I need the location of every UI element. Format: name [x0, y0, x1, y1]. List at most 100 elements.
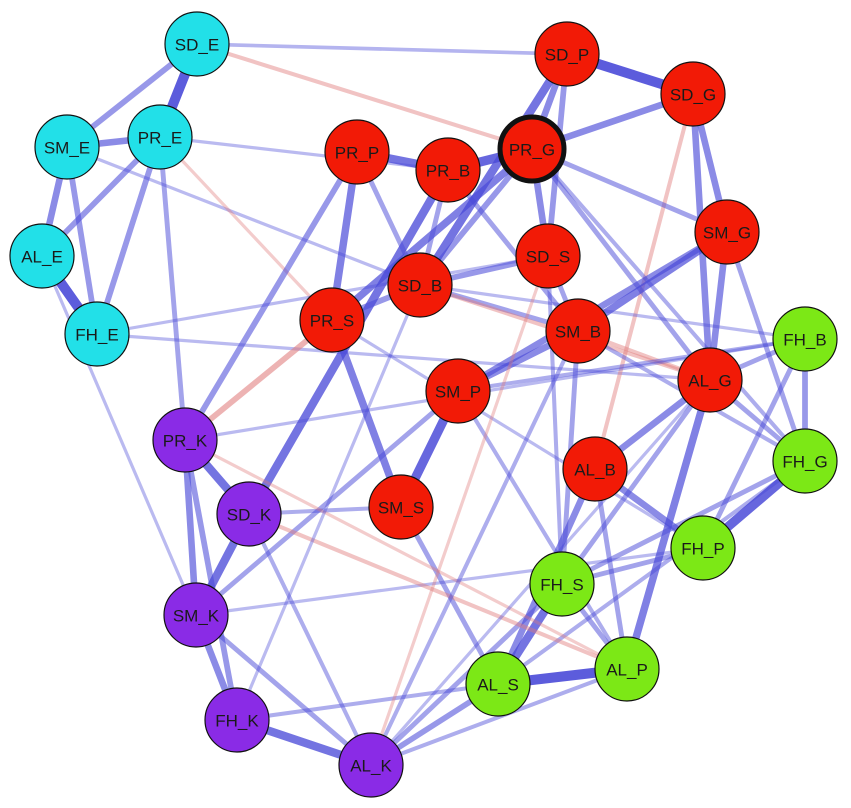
- edge-pr-e-pr-s: [158, 135, 334, 322]
- node-label: SD_G: [670, 86, 716, 105]
- edge-fh-k-sd-b: [235, 283, 422, 722]
- node-circle: [9, 223, 75, 289]
- edge-pr-e-pr-k: [157, 134, 188, 443]
- node-circle: [677, 347, 743, 413]
- edge-sd-k-al-k: [246, 511, 374, 768]
- node-circle: [368, 474, 434, 540]
- edge-pr-b-sm-b: [445, 167, 581, 334]
- edge-fh-s-al-k: [368, 581, 565, 768]
- edge-pr-s-fh-p: [330, 318, 705, 550]
- node-al-k: AL_K: [338, 732, 404, 798]
- node-circle: [163, 582, 229, 648]
- node-label: AL_E: [21, 248, 63, 267]
- node-sm-s: SM_S: [368, 474, 434, 540]
- edge-fh-e-al-g: [95, 332, 712, 382]
- node-label: FH_P: [681, 540, 724, 559]
- node-circle: [387, 252, 453, 318]
- node-circle: [515, 223, 581, 289]
- edge-pr-g-pr-s: [328, 145, 536, 324]
- node-label: PR_G: [509, 141, 555, 160]
- node-pr-g: PR_G: [497, 114, 567, 184]
- edge-al-k-sd-s: [369, 254, 550, 767]
- node-label: SD_K: [227, 506, 272, 525]
- node-circle: [670, 515, 736, 581]
- node-sm-e: SM_E: [34, 114, 100, 180]
- node-label: PR_B: [426, 162, 470, 181]
- node-al-e: AL_E: [9, 223, 75, 289]
- node-label: PR_K: [163, 432, 208, 451]
- node-fh-g: FH_G: [772, 428, 838, 494]
- node-circle: [324, 119, 390, 185]
- node-label: FH_G: [782, 453, 827, 472]
- edge-al-s-fh-k: [234, 681, 501, 723]
- node-pr-e: PR_E: [127, 104, 193, 170]
- node-circle: [425, 358, 491, 424]
- node-circle: [64, 301, 130, 367]
- edge-pr-p-pr-k: [182, 149, 360, 443]
- edge-sm-g-fh-g: [724, 229, 808, 464]
- node-circle: [562, 436, 628, 502]
- node-label: FH_K: [215, 712, 259, 731]
- edge-al-p-pr-k: [183, 438, 629, 671]
- edge-fh-p-sm-k: [194, 546, 705, 617]
- node-circle: [594, 636, 660, 702]
- node-circle: [534, 21, 600, 87]
- node-circle: [772, 428, 838, 494]
- node-al-s: AL_S: [465, 651, 531, 717]
- node-circle: [338, 732, 404, 798]
- node-circle: [465, 651, 531, 717]
- edge-sm-k-al-k: [193, 612, 374, 768]
- edge-sm-p-fh-b: [455, 336, 808, 394]
- node-pr-b: PR_B: [415, 137, 481, 203]
- node-circle: [152, 407, 218, 473]
- node-circle: [545, 298, 611, 364]
- node-circle: [299, 287, 365, 353]
- node-label: FH_S: [540, 576, 583, 595]
- node-sm-g: SM_G: [694, 199, 760, 265]
- node-circle: [415, 137, 481, 203]
- edge-al-p-sd-k: [246, 511, 630, 672]
- edge-sm-s-al-s: [398, 504, 501, 687]
- node-label: AL_S: [477, 676, 519, 695]
- node-pr-p: PR_P: [324, 119, 390, 185]
- node-circle: [34, 114, 100, 180]
- node-label: SM_P: [435, 383, 481, 402]
- node-label: PR_S: [310, 312, 354, 331]
- node-label: FH_E: [75, 326, 118, 345]
- node-label: SM_K: [173, 607, 220, 626]
- node-sm-b: SM_B: [545, 298, 611, 364]
- node-label: SD_P: [545, 46, 589, 65]
- node-fh-s: FH_S: [529, 551, 595, 617]
- node-al-b: AL_B: [562, 436, 628, 502]
- node-circle: [694, 199, 760, 265]
- node-circle: [660, 61, 726, 127]
- edge-pr-g-sm-g: [529, 146, 730, 235]
- edge-sm-p-al-p: [455, 388, 630, 672]
- node-fh-e: FH_E: [64, 301, 130, 367]
- node-sm-p: SM_P: [425, 358, 491, 424]
- edge-pr-g-al-g: [529, 146, 713, 383]
- node-label: AL_P: [606, 661, 648, 680]
- node-label: SD_B: [398, 277, 442, 296]
- node-label: FH_B: [783, 331, 826, 350]
- node-al-g: AL_G: [677, 347, 743, 413]
- edge-pr-g-fh-g: [529, 146, 808, 464]
- node-circle: [164, 11, 230, 77]
- node-circle: [204, 687, 270, 753]
- node-sd-b: SD_B: [387, 252, 453, 318]
- node-label: SM_B: [555, 323, 601, 342]
- node-label: AL_G: [688, 372, 731, 391]
- node-circle: [127, 104, 193, 170]
- node-al-p: AL_P: [594, 636, 660, 702]
- edge-sm-p-sm-k: [193, 388, 461, 618]
- node-fh-b: FH_B: [772, 306, 838, 372]
- edge-sd-e-pr-g: [194, 41, 535, 152]
- node-label: SM_E: [44, 139, 90, 158]
- edge-sd-e-sd-p: [195, 42, 569, 56]
- node-label: SM_G: [703, 224, 751, 243]
- edge-al-e-sm-k: [40, 254, 198, 617]
- edge-pr-e-fh-e: [94, 134, 163, 337]
- node-label: SM_S: [378, 499, 424, 518]
- node-label: PR_E: [138, 129, 182, 148]
